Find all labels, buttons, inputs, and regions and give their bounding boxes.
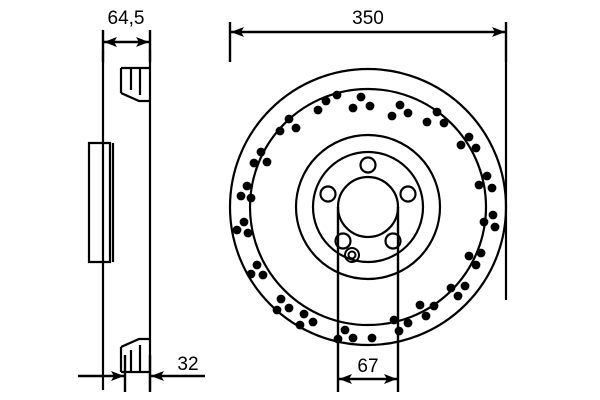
drilled-hole: [239, 217, 249, 227]
dimension-label-67: 67: [357, 356, 378, 377]
drilled-hole: [387, 111, 397, 121]
drilled-hole: [232, 225, 242, 235]
drilled-hole: [284, 303, 294, 313]
locating-pin-hole: [344, 247, 360, 263]
side-outer-profile: [101, 50, 152, 390]
drilled-hole: [276, 294, 286, 304]
drilled-hole: [258, 270, 268, 280]
drilled-hole: [403, 108, 413, 118]
dimension-bore-67: [336, 207, 400, 392]
drilled-hole: [479, 217, 489, 227]
drilled-hole: [313, 105, 323, 115]
drilled-hole: [308, 317, 318, 327]
drilled-hole: [291, 123, 301, 133]
front-view: [228, 67, 508, 347]
drilled-hole: [332, 90, 342, 100]
drilled-hole: [471, 143, 481, 153]
bolt-hole: [384, 232, 402, 250]
drilled-hole: [365, 101, 375, 111]
drilled-hole: [272, 305, 282, 315]
hat-outer-circle: [311, 150, 425, 264]
drilled-hole: [488, 210, 498, 220]
outer-edge-circle: [228, 67, 508, 347]
drilled-hole: [295, 320, 305, 330]
drilled-hole: [236, 191, 246, 201]
side-friction-ring-upper: [119, 66, 150, 103]
drilled-hole: [249, 158, 259, 168]
drilled-hole: [456, 140, 466, 150]
drilled-hole: [262, 157, 272, 167]
bolt-hole: [399, 185, 417, 203]
drilled-hole: [464, 251, 474, 261]
drilled-hole: [284, 114, 294, 124]
dimension-label-350: 350: [352, 8, 384, 29]
dimension-thickness-32: [78, 355, 205, 392]
dimension-label-32: 32: [177, 354, 198, 375]
dimension-diameter-350: [228, 22, 508, 62]
drilled-hole: [389, 315, 399, 325]
drilled-hole: [453, 291, 463, 301]
drilled-hole: [415, 300, 425, 310]
drilled-hole: [464, 132, 474, 142]
drilled-hole: [246, 193, 256, 203]
drilled-hole: [471, 260, 481, 270]
dimension-width-64-5: [101, 30, 152, 62]
bolt-hole: [319, 185, 337, 203]
drilled-hole-pattern: [232, 90, 500, 344]
drilled-hole: [243, 228, 253, 238]
drilled-hole: [446, 283, 456, 293]
drilled-hole: [421, 311, 431, 321]
friction-ring-inner-circle: [294, 133, 442, 281]
side-section-view: [87, 50, 152, 390]
drilled-hole: [429, 301, 439, 311]
drilled-hole: [439, 118, 449, 128]
drilled-hole: [275, 126, 285, 136]
drilled-hole: [474, 180, 484, 190]
drilled-hole: [490, 222, 500, 232]
drilled-hole: [256, 147, 266, 157]
side-hat-section: [87, 141, 115, 264]
drilled-hole: [348, 103, 358, 113]
bolt-hole-group: [319, 156, 417, 250]
drilled-hole: [356, 92, 366, 102]
drilled-hole: [252, 260, 262, 270]
drilled-hole: [487, 183, 497, 193]
drilled-hole: [482, 171, 492, 181]
drilled-hole: [460, 281, 470, 291]
dimension-label-64-5: 64,5: [108, 8, 145, 29]
bolt-hole: [359, 156, 377, 174]
drilled-hole: [476, 248, 486, 258]
drilled-hole: [395, 100, 405, 110]
bolt-hole: [334, 232, 352, 250]
friction-ring-outer-circle: [248, 87, 488, 327]
drilled-hole: [321, 96, 331, 106]
drilled-hole: [367, 333, 377, 343]
drilled-hole: [432, 107, 442, 117]
drilled-hole: [422, 117, 432, 127]
drilled-hole: [299, 309, 309, 319]
drilled-hole: [403, 318, 413, 328]
drilled-hole: [246, 269, 256, 279]
drilled-hole: [242, 181, 252, 191]
drilled-hole: [348, 333, 358, 343]
centre-bore-circle: [336, 175, 400, 239]
drilled-hole: [340, 325, 350, 335]
